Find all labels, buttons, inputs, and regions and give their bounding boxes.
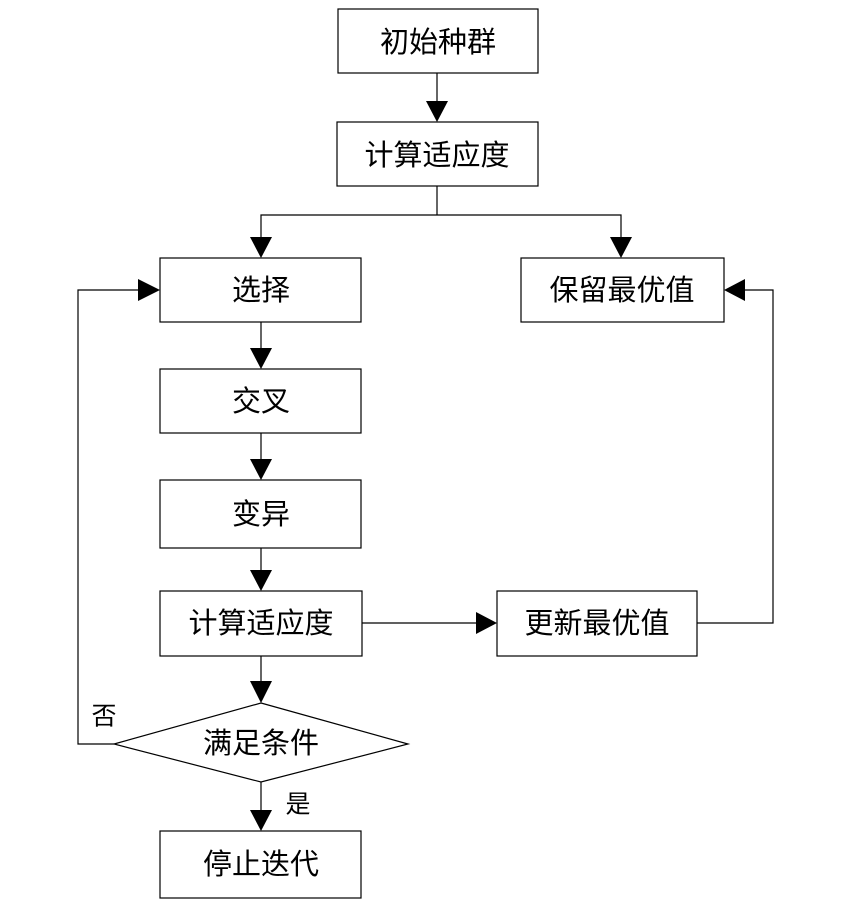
node-select: 选择	[159, 257, 362, 323]
arrowhead-down	[426, 101, 448, 122]
node-fitness-2-label: 计算适应度	[188, 606, 333, 640]
node-keep-best-label: 保留最优值	[549, 273, 694, 307]
node-init: 初始种群	[337, 8, 539, 74]
node-crossover: 交叉	[159, 368, 362, 434]
node-condition-label: 满足条件	[203, 726, 319, 760]
edge-fitness-split	[260, 186, 622, 237]
node-stop-label: 停止迭代	[203, 847, 319, 881]
arrowhead-left	[724, 279, 745, 301]
arrowhead-right	[138, 279, 160, 301]
node-fitness-2: 计算适应度	[159, 590, 363, 657]
edge-label-no: 否	[91, 702, 116, 731]
connectors	[77, 73, 774, 810]
arrowhead-down	[250, 348, 272, 369]
arrowhead-down	[250, 570, 272, 591]
node-keep-best: 保留最优值	[520, 257, 725, 323]
node-update-best: 更新最优值	[496, 590, 698, 657]
arrowhead-down	[250, 459, 272, 480]
edge-label-yes: 是	[285, 790, 310, 819]
node-init-label: 初始种群	[380, 25, 496, 59]
arrowheads	[138, 101, 745, 831]
edge-update-to-keep	[697, 289, 774, 624]
arrowhead-down	[610, 237, 632, 258]
edge-no-loop	[77, 289, 138, 745]
arrowhead-right	[476, 612, 497, 634]
arrowhead-down	[250, 810, 272, 831]
node-update-best-label: 更新最优值	[524, 606, 669, 640]
node-select-label: 选择	[232, 273, 290, 307]
arrowhead-down	[250, 237, 272, 258]
arrowhead-down	[250, 681, 272, 703]
node-stop: 停止迭代	[159, 830, 362, 899]
node-mutation-label: 变异	[232, 497, 290, 531]
node-crossover-label: 交叉	[232, 384, 290, 418]
node-condition: 满足条件	[111, 702, 411, 783]
node-mutation: 变异	[159, 479, 362, 549]
node-fitness-1-label: 计算适应度	[364, 138, 509, 172]
node-fitness-1: 计算适应度	[336, 121, 539, 187]
